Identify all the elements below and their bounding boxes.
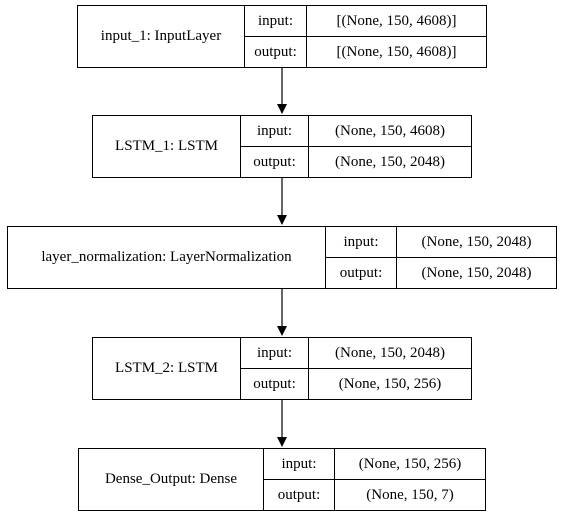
- output-shape: (None, 150, 2048): [335, 153, 445, 170]
- layer-name: input_1: InputLayer: [78, 6, 245, 67]
- layer-name: LSTM_2: LSTM: [93, 338, 241, 399]
- layer-name: layer_normalization: LayerNormalization: [8, 227, 326, 288]
- io-labels: input: output:: [326, 227, 397, 288]
- output-label: output:: [253, 375, 296, 392]
- output-shape: (None, 150, 7): [366, 486, 454, 503]
- io-shapes: (None, 150, 2048) (None, 150, 2048): [397, 227, 556, 288]
- layer-name: Dense_Output: Dense: [79, 449, 264, 510]
- input-shape: (None, 150, 2048): [309, 338, 471, 369]
- output-label: output:: [254, 43, 297, 60]
- layer-name: LSTM_1: LSTM: [93, 116, 241, 177]
- input-label: input:: [264, 449, 334, 480]
- input-shape: (None, 150, 4608): [309, 116, 471, 147]
- input-label: input:: [241, 338, 308, 369]
- layer-node-input-1: input_1: InputLayer input: output: [(Non…: [77, 5, 487, 68]
- io-shapes: [(None, 150, 4608)] [(None, 150, 4608)]: [307, 6, 486, 67]
- input-shape: [(None, 150, 4608)]: [307, 6, 486, 37]
- input-shape: (None, 150, 256): [335, 449, 485, 480]
- input-shape: (None, 150, 2048): [397, 227, 556, 258]
- io-shapes: (None, 150, 2048) (None, 150, 256): [309, 338, 471, 399]
- io-shapes: (None, 150, 256) (None, 150, 7): [335, 449, 485, 510]
- layer-node-layer-normalization: layer_normalization: LayerNormalization …: [7, 226, 557, 289]
- output-shape: [(None, 150, 4608)]: [336, 43, 457, 60]
- io-labels: input: output:: [241, 338, 309, 399]
- input-label: input:: [326, 227, 396, 258]
- layer-node-lstm-2: LSTM_2: LSTM input: output: (None, 150, …: [92, 337, 472, 400]
- input-label: input:: [245, 6, 306, 37]
- layer-node-lstm-1: LSTM_1: LSTM input: output: (None, 150, …: [92, 115, 472, 178]
- output-shape: (None, 150, 256): [338, 375, 442, 392]
- io-labels: input: output:: [264, 449, 335, 510]
- input-label: input:: [241, 116, 308, 147]
- output-shape: (None, 150, 2048): [421, 264, 532, 281]
- output-label: output:: [339, 264, 383, 281]
- output-label: output:: [277, 486, 321, 503]
- io-labels: input: output:: [245, 6, 307, 67]
- layer-node-dense-output: Dense_Output: Dense input: output: (None…: [78, 448, 486, 511]
- io-labels: input: output:: [241, 116, 309, 177]
- output-label: output:: [253, 153, 296, 170]
- io-shapes: (None, 150, 4608) (None, 150, 2048): [309, 116, 471, 177]
